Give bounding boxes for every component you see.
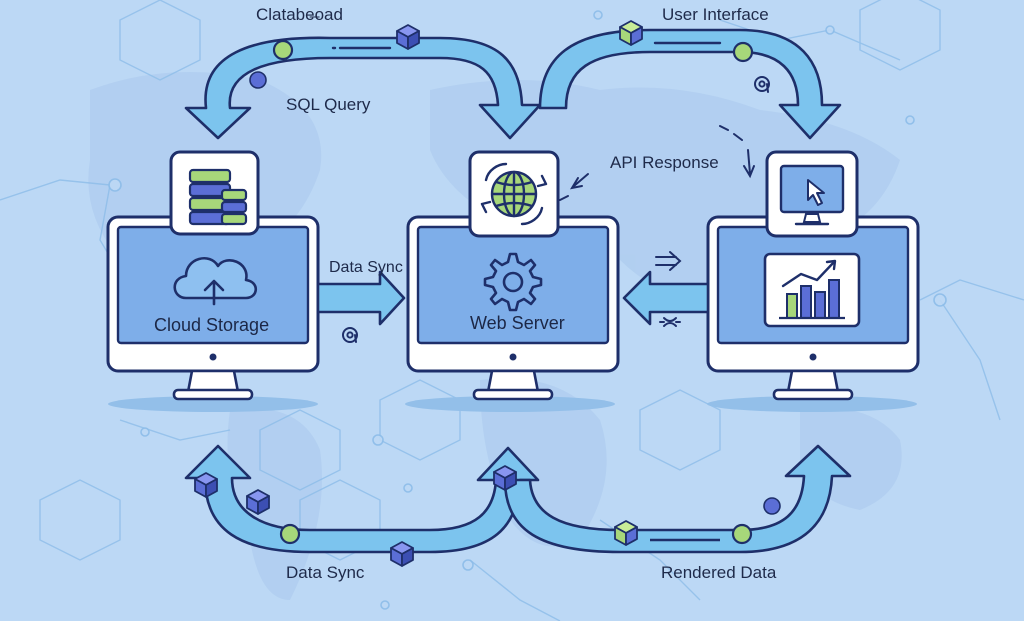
top-dots <box>249 39 754 89</box>
data-cube-icon <box>390 541 414 567</box>
user-interface-tile <box>765 150 859 238</box>
api-response-arrow <box>622 270 710 326</box>
cloud-upload-icon <box>173 256 258 306</box>
gear-icon <box>483 252 543 312</box>
bottom-left-flow-arrow <box>184 444 540 554</box>
bottom-right-flow-arrow <box>503 444 852 554</box>
data-cube-icon <box>396 24 420 50</box>
database-icon-tile <box>169 150 260 236</box>
data-cube-icon <box>614 520 638 546</box>
user-interface-label: User Interface <box>662 5 769 24</box>
top-right-flow-arrow <box>538 28 842 140</box>
data-sync-bottom-label: Data Sync <box>286 563 365 582</box>
bar-chart-icon <box>763 252 861 328</box>
top-arrows <box>184 28 842 140</box>
data-cube-icon <box>194 472 218 498</box>
sql-query-label: SQL Query <box>286 95 371 114</box>
top-left-label: Clatabe̶oad <box>256 5 343 24</box>
top-left-flow-arrow <box>184 36 542 140</box>
data-cube-icon <box>246 489 270 515</box>
data-sync-arrow <box>316 270 406 326</box>
web-server-monitor <box>405 215 620 412</box>
cloud-storage-monitor <box>106 215 320 412</box>
data-sync-middle-label: Data Sync <box>329 259 403 276</box>
cloud-storage-label: Cloud Storage <box>154 315 270 335</box>
data-cube-icon <box>619 20 643 46</box>
bottom-arrows <box>184 444 852 554</box>
rendered-data-label: Rendered Data <box>661 563 777 582</box>
data-cube-icon <box>493 465 517 491</box>
bottom-dots <box>279 497 781 545</box>
web-server-label: Web Server <box>470 313 565 333</box>
database-icon <box>188 168 248 226</box>
api-response-label: API Response <box>610 153 719 172</box>
decorative-marks <box>342 76 770 343</box>
monitor-cursor-icon <box>779 164 845 226</box>
globe-sync-icon <box>480 162 548 226</box>
globe-icon-tile <box>468 150 560 238</box>
analytics-monitor <box>706 215 920 412</box>
